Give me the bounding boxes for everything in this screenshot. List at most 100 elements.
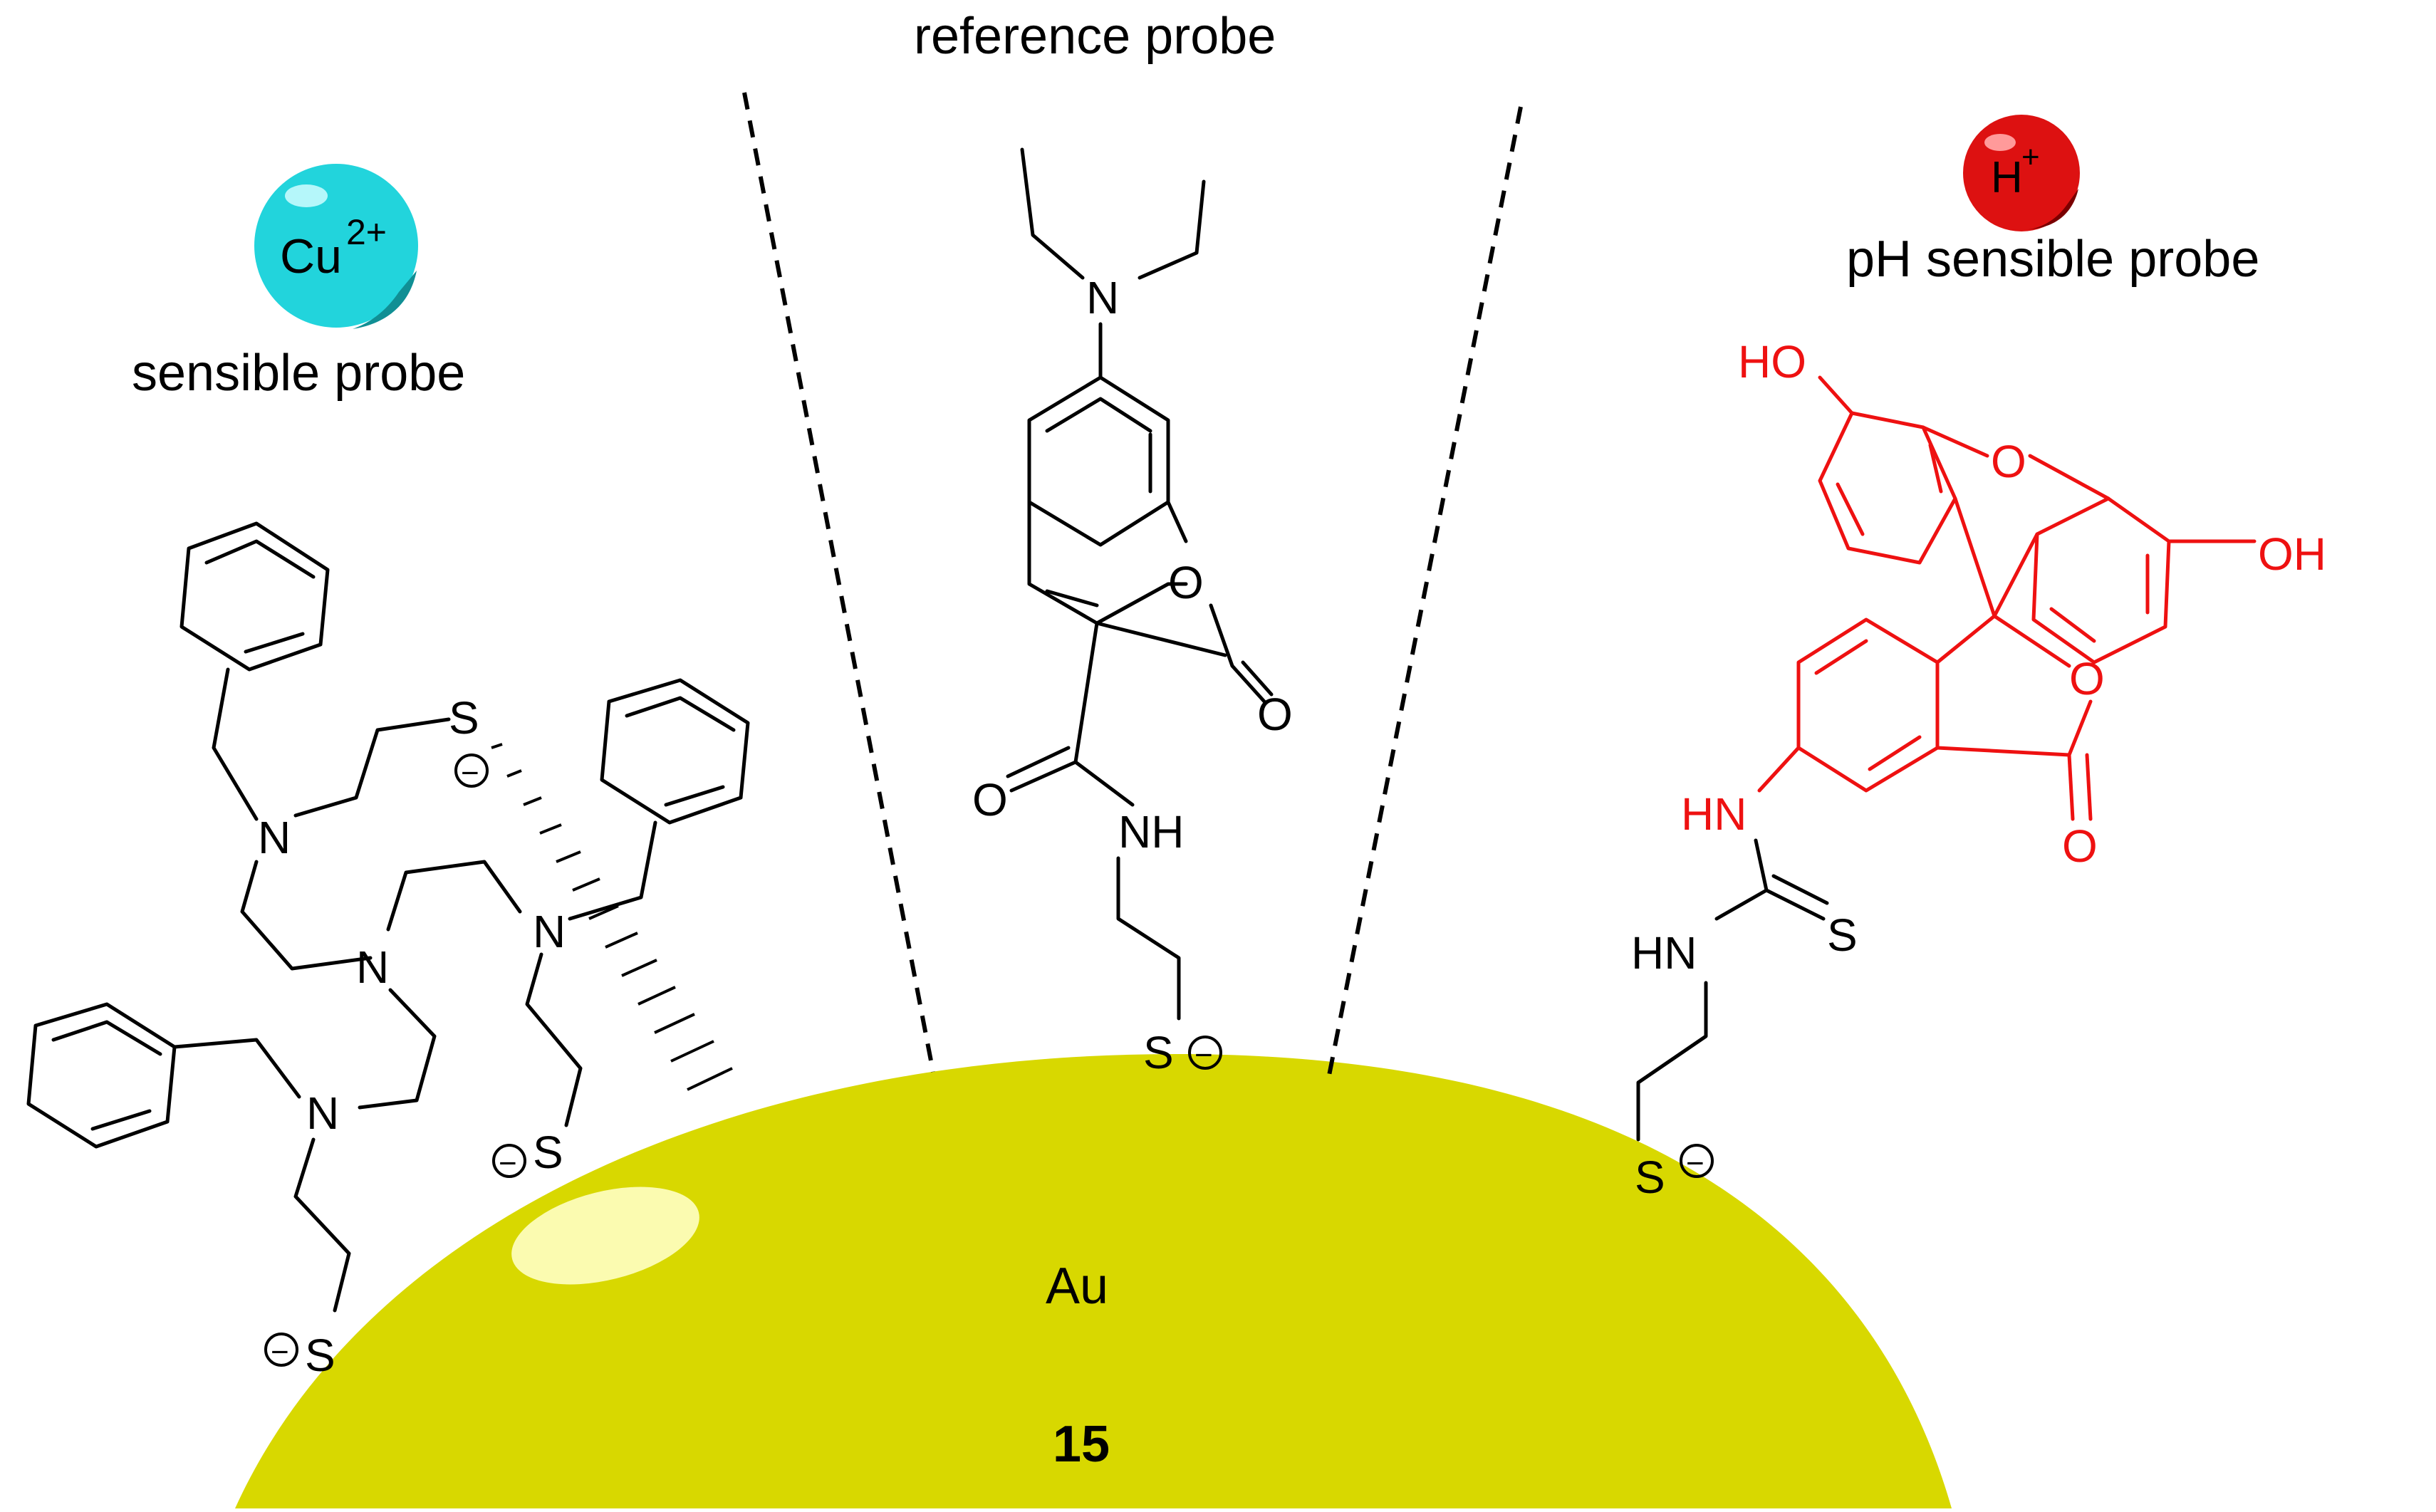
particle-highlight <box>511 1187 699 1285</box>
isobenzofuranone-inner2 <box>1868 735 1922 771</box>
fluorescein-ph-molecule: HO O OH O O HN S HN <box>1631 336 2326 1203</box>
spiro-to-lactone-o <box>1992 614 2071 668</box>
core-label: Au <box>1046 1258 1108 1315</box>
ethyl-thiolate-chain <box>1116 856 1181 1021</box>
xanthene-o: O <box>1991 436 2026 487</box>
amide-c-n <box>1073 760 1135 807</box>
copper-chelator-molecule: N S − N N <box>26 521 750 1381</box>
thiourea-core <box>1714 838 1769 921</box>
ph-thiolate-s: S <box>1635 1152 1665 1203</box>
ph-ethyl-chain <box>1636 981 1708 1142</box>
charge-minus-top: − <box>461 756 479 791</box>
xanthene-left-inner2 <box>1928 443 1943 494</box>
amine-n2: N <box>356 942 389 993</box>
reference-charge-circle <box>1188 1036 1222 1070</box>
benzene-ring-top-inner2 <box>244 632 305 654</box>
divider-right <box>1326 106 1523 1080</box>
thiourea-hn-red: HN <box>1681 788 1747 840</box>
proton-ion: H + <box>1963 115 2080 231</box>
ho-bond <box>1818 375 1854 415</box>
benzene-ring-left-inner2 <box>90 1109 152 1131</box>
thiolate-s-bottom: S <box>305 1330 335 1381</box>
ethyl-group-right <box>1138 179 1206 280</box>
ethylene-n1-n2 <box>240 860 373 971</box>
pyranone-o: O <box>1168 557 1204 608</box>
hydroxyl-left: HO <box>1738 336 1806 387</box>
reference-charge-minus: − <box>1194 1038 1213 1073</box>
benzyl-ch2-left <box>172 1038 301 1099</box>
xanthene-o-left <box>1921 425 1989 458</box>
proton-symbol: H <box>1991 153 2023 202</box>
coumarin-benzene-ring <box>1027 375 1170 547</box>
amine-n3: N <box>533 906 566 957</box>
compound-number: 15 <box>1053 1416 1110 1473</box>
benzene-ring-top <box>179 521 330 672</box>
ethyl-group-left <box>1020 147 1085 280</box>
benzene-ring-left-inner <box>51 1020 162 1056</box>
copper-shade <box>353 271 417 329</box>
proton-shine <box>1984 134 2016 151</box>
amine-n1: N <box>258 812 291 863</box>
benzene-ring-right-inner <box>625 696 736 732</box>
diethylamine-n: N <box>1086 272 1119 323</box>
lactone-carbonyl-red-double <box>2085 753 2093 821</box>
benzene-ring-top-inner <box>204 539 316 579</box>
lactone-o: O <box>1257 689 1293 740</box>
xanthene-o-right <box>2028 454 2110 501</box>
thiourea-cs <box>1764 888 1826 921</box>
amide-carbonyl <box>1009 760 1078 793</box>
xanthene-right-inner2 <box>2049 607 2096 643</box>
reference-probe-title: reference probe <box>914 8 1276 65</box>
lactone-carbonyl-red <box>2067 753 2075 821</box>
amide-o: O <box>972 774 1008 825</box>
coumarin-benzene-inner <box>1045 397 1152 433</box>
ethylene-n2-n3 <box>386 860 522 932</box>
thioethyl-arm-right <box>525 952 583 1127</box>
isobenzofuranone-benzene <box>1796 617 1940 793</box>
thiolate-s-right: S <box>533 1127 563 1178</box>
reference-thiolate-s: S <box>1143 1027 1174 1078</box>
copper-charge: 2+ <box>346 212 387 252</box>
copper-ion: Cu 2+ <box>254 164 418 329</box>
pyranone-o-link <box>1166 500 1188 543</box>
spiro-left <box>1953 496 1997 618</box>
thiourea-hn: HN <box>1631 927 1697 979</box>
lactone-carbonyl-double <box>1241 660 1274 697</box>
charge-circle-right <box>492 1144 526 1178</box>
coumarin-reference-molecule: N O O O NH S − <box>972 147 1293 1078</box>
ph-charge-minus: − <box>1686 1146 1704 1181</box>
charge-minus-right: − <box>499 1146 517 1181</box>
benzene-ring-right <box>600 678 750 825</box>
xanthene-left-inner <box>1836 482 1865 536</box>
cu-probe-title: sensible probe <box>132 345 465 402</box>
ethylene-n2-n4 <box>358 988 437 1110</box>
charge-circle-top <box>454 754 489 788</box>
isobenzofuranone-o: O <box>2069 653 2105 704</box>
benzyl-ch2-right <box>568 820 657 921</box>
gold-nanoparticle <box>235 1054 1952 1508</box>
ph-probe-title: pH sensible probe <box>1846 231 2259 288</box>
benzene-ring-right-inner2 <box>664 785 725 807</box>
lactone-carbonyl <box>1209 603 1266 704</box>
lactone-ring-red <box>1935 699 2093 757</box>
thiolate-s-top: S <box>449 692 479 744</box>
benzyl-ch2-top <box>212 667 259 821</box>
pyranone-ring <box>1027 500 1188 625</box>
proton-shade <box>2029 189 2078 229</box>
thiourea-s: S <box>1827 909 1858 961</box>
charge-circle-bottom <box>264 1333 298 1367</box>
c3-to-lactone <box>1095 621 1227 657</box>
divider-left <box>742 92 935 1073</box>
hydroxyl-right: OH <box>2258 528 2326 580</box>
proton-charge: + <box>2021 140 2040 174</box>
c3-to-amide <box>1073 621 1099 764</box>
thioethyl-arm-top <box>293 717 451 818</box>
carbonyl-o-red: O <box>2062 820 2098 872</box>
copper-symbol: Cu <box>280 229 342 283</box>
hashed-bond <box>491 743 733 1091</box>
aryl-to-nh <box>1757 746 1801 793</box>
thioethyl-arm-bottom <box>293 1137 351 1313</box>
amide-carbonyl-double <box>1006 746 1071 778</box>
